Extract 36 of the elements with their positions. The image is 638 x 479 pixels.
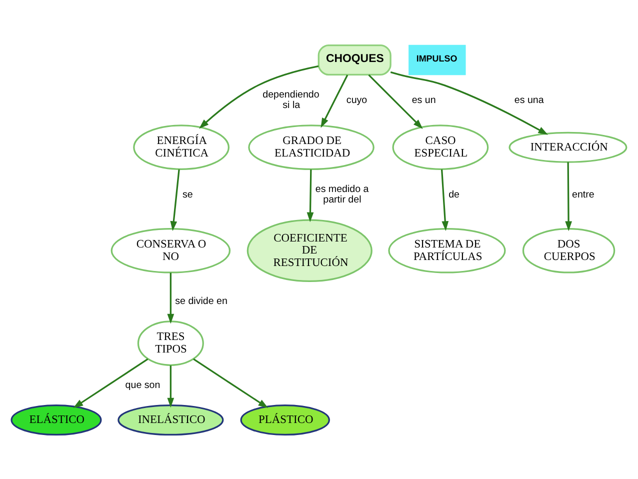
node-box: IMPULSO [408,44,466,75]
arrow [565,162,572,231]
edge-label: se divide en [175,296,228,307]
arrow [167,272,174,324]
node-ellipse: ENERGÍA CINÉTICA [133,124,230,170]
node-ellipse: GRADO DE ELASTICIDAD [248,124,374,170]
arrow [390,70,548,134]
node-ellipse: COEFICIENTE DE RESTITUCIÓN [246,218,372,282]
node-ellipse: INTERACCIÓN [508,131,628,162]
node-ellipse: CASO ESPECIAL [392,124,489,170]
arrow [73,358,148,408]
arrow [320,74,348,128]
edge-label: que son [125,380,160,391]
arrow [440,168,449,230]
node-ellipse: INELÁSTICO [118,404,224,436]
arrow [170,168,180,230]
edge-label: de [448,189,460,200]
node-ellipse: SISTEMA DE PARTÍCULAS [388,227,506,273]
edge-label: es medido a partir del [315,183,369,205]
edge-label: dependiendo si la [262,88,320,110]
node-ellipse: CONSERVA O NO [110,227,231,273]
node-ellipse: DOS CUERPOS [522,227,616,273]
edge-label: entre [572,189,594,200]
arrow [199,64,319,128]
edge-label: es una [514,94,544,106]
node-ellipse: TRES TIPOS [137,320,204,366]
arrow [193,358,268,408]
edge-label: es un [412,94,436,106]
edge-label: cuyo [346,94,368,106]
arrow [306,168,314,222]
node-ellipse: PLÁSTICO [240,404,330,436]
node-box: CHOQUES [318,44,392,76]
arrow [368,74,423,128]
arrow [167,364,174,408]
edge-label: se [182,189,193,200]
node-ellipse: ELÁSTICO [10,404,102,436]
